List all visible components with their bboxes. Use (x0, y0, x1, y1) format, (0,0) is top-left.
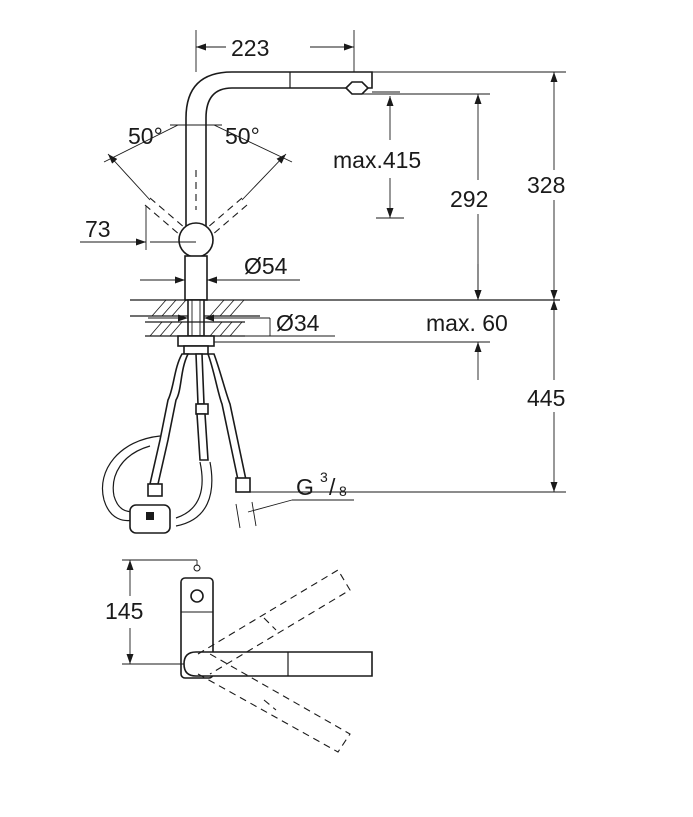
swivel-right-label: 50° (225, 123, 260, 149)
dimension-offset: 73 (80, 206, 196, 250)
connection-fraction-slash: / (329, 474, 336, 500)
offset-label: 73 (85, 216, 111, 242)
swivel-left-label: 50° (128, 123, 163, 149)
plan-depth-label: 145 (105, 598, 143, 624)
total-height-label: 328 (527, 172, 565, 198)
counter-mount (130, 299, 560, 355)
dimension-spout-reach: 223 (195, 30, 355, 72)
hole-diameter-label: Ø34 (276, 310, 320, 336)
connection-fraction-numerator: 3 (320, 469, 328, 485)
dimension-max-pullout: max.415 (333, 91, 421, 219)
dimension-hole-diameter: Ø34 (148, 310, 335, 337)
max-counter-label: max. 60 (426, 310, 508, 336)
supply-hoses (101, 353, 251, 534)
dimension-swivel-angle: 50° 50° (103, 123, 293, 201)
dimension-spout-height: 292 (358, 93, 490, 300)
connection-fraction-denominator: 8 (339, 483, 347, 499)
hose-length-label: 445 (527, 385, 565, 411)
faucet-plan-view: 145 (105, 559, 373, 753)
dimension-total-height: 328 (372, 71, 566, 300)
spout-height-label: 292 (450, 186, 488, 212)
dimension-base-diameter: Ø54 (140, 253, 300, 284)
dimension-hose-length: 445 (246, 300, 566, 493)
connection-thread-callout: G 3 / 8 (235, 469, 354, 529)
connection-thread-label: G (296, 474, 314, 500)
dimension-max-counter: max. 60 (214, 264, 508, 380)
spout-reach-label: 223 (231, 35, 269, 61)
max-pullout-label: max.415 (333, 147, 421, 173)
base-diameter-label: Ø54 (244, 253, 288, 279)
